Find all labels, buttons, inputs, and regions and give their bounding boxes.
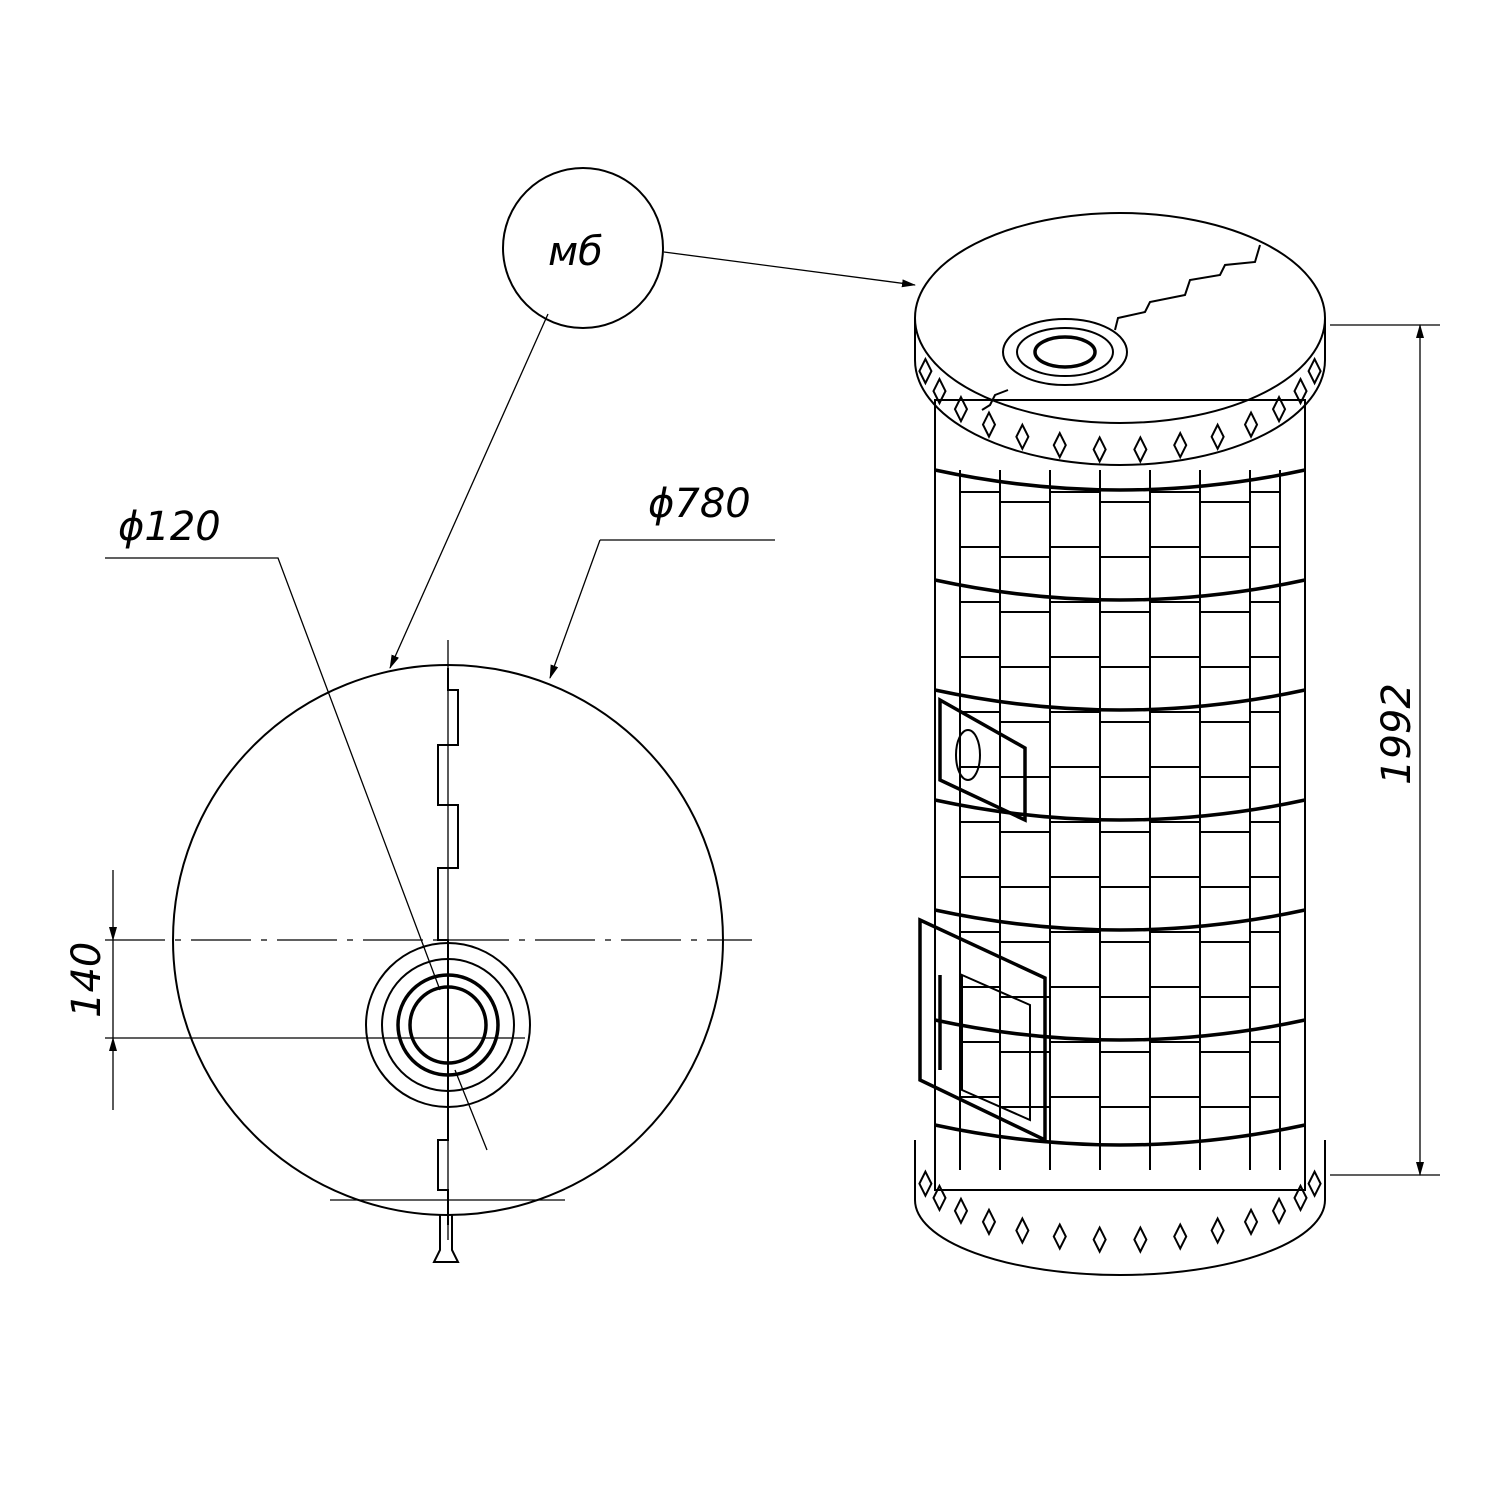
ash-door [938,697,1027,823]
diamond-ornament [1243,1207,1259,1237]
diamond-ornament [1271,394,1287,424]
diamond-ornament [1293,376,1308,406]
top-view: 140 ϕ120 ϕ780 [64,481,775,1263]
diamond-ornament [1092,435,1107,464]
flue-diameter-leader [105,557,441,991]
flue-ring-outer [365,942,531,1108]
flue-offset-dimension: 140 [64,942,110,1018]
diamond-ornament [981,410,997,439]
diamond-ornament [932,1183,947,1213]
diamond-ornament [1210,422,1225,452]
tile-band [934,908,1306,932]
diamond-ornament [918,356,933,386]
diamond-ornament [1307,356,1322,386]
tile-band [934,578,1306,602]
height-dimension: 1992 [1374,683,1420,785]
tile-band [934,1123,1306,1147]
diamond-ornament [1210,1216,1225,1245]
diamond-ornament [1015,1216,1030,1245]
diamond-ornament [1015,422,1030,452]
tile-band [934,798,1306,822]
callout-leader-iso-view [663,251,916,288]
lid-flue-opening [1033,335,1097,369]
body-diameter-dimension: ϕ780 [648,481,751,527]
diamond-ornament [1052,1222,1067,1251]
diamond-ornament [1092,1225,1107,1254]
diamond-ornament [932,376,947,406]
diamond-ornament [981,1207,997,1237]
body-diameter-leader [549,539,601,679]
diamond-ornament [1271,1196,1287,1226]
tile-band [934,468,1306,492]
flue-diameter-dimension: ϕ120 [118,504,221,550]
diamond-ornament [918,1169,933,1198]
diamond-ornament [1307,1169,1322,1198]
tile-band [934,688,1306,712]
stove-body [934,399,1306,1191]
lid-seam [981,244,1261,411]
firebox-door [918,917,1047,1143]
diamond-ornament [1133,1225,1148,1254]
diamond-ornament [1293,1183,1308,1213]
flue-opening [408,985,488,1065]
stove-base [914,1140,1326,1276]
callout-leader-top-view [389,313,549,669]
diamond-ornament [1243,410,1259,439]
diamond-ornament [953,1196,969,1226]
diamond-ornament [1173,430,1188,460]
isometric-view: 1992 [914,212,1440,1276]
lid-flue-ring [1002,318,1128,386]
diamond-ornament [1173,1222,1188,1251]
diamond-ornament [1133,435,1148,464]
callout-label: мб [548,229,603,275]
callout-bubble: мб [389,167,916,669]
door-handle-mark [432,1215,460,1263]
diamond-ornament [953,394,969,424]
stove-body-outline [934,399,1306,1191]
tile-band [934,1018,1306,1042]
diamond-ornament [1052,430,1067,460]
